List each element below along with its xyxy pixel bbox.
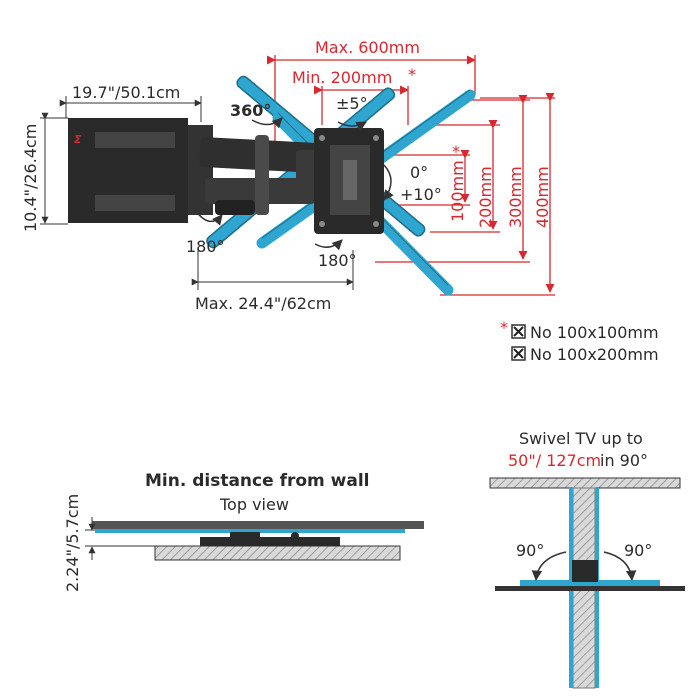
swivel-view: Swivel TV up to 50"/ 127cm in 90° 90° 90… [489,429,685,689]
note-item-1: No 100x100mm [530,323,659,342]
min-width-asterisk: * [408,65,416,84]
wall-depth-label: 2.24"/5.7cm [63,494,82,592]
rotation-arrows [194,117,394,251]
min-width-label: Min. 200mm [292,68,392,87]
wall-view-title: Min. distance from wall [145,471,370,491]
swivel-angle-left: 90° [516,541,544,560]
vesa-height-100: 100mm [448,160,467,222]
checkbox-crossed-icon [511,324,526,339]
swivel-title: Swivel TV up to [519,429,643,448]
tilt-head [314,128,384,234]
swivel-right-label: 180° [318,251,357,270]
wall-view-subtitle: Top view [219,495,289,514]
svg-text:Ʃ: Ʃ [74,133,82,146]
vesa-height-400: 400mm [533,166,552,228]
swivel-suffix: in 90° [600,451,648,470]
swivel-size: 50"/ 127cm [508,451,601,470]
notes-star: * [500,318,508,337]
rotate-360-label: 360° [230,101,271,120]
tilt-zero-label: 0° [410,163,428,182]
vesa-exclusion-notes: * No 100x100mm No 100x200mm [500,318,659,364]
main-mount-view: Ʃ [21,38,555,313]
wall-plate-height-label: 10.4"/26.4cm [21,124,40,232]
ceiling-wall [489,477,681,489]
wall-plate-width-label: 19.7"/50.1cm [72,83,180,102]
swivel-angle-right: 90° [624,541,652,560]
wall-plate-dimension-lines [40,96,354,290]
extension-label: Max. 24.4"/62cm [195,294,331,313]
wall [154,545,401,561]
vesa-height-200: 200mm [476,166,495,228]
mount-folded [200,532,340,546]
note-item-2: No 100x200mm [530,345,659,364]
tilt-plus-label: +10° [400,185,442,204]
tv-panel-swiveled [495,586,685,591]
tilt-swing-label: ±5° [336,94,368,113]
swivel-left-label: 180° [186,237,225,256]
wall-distance-view: Min. distance from wall Top view 2.24"/5… [63,471,424,592]
vesa-height-300: 300mm [506,166,525,228]
checkbox-crossed-icon [511,346,526,361]
vesa-dimension-lines [266,55,555,296]
swivel-arrows [531,551,637,582]
vesa-100-asterisk: * [452,142,460,161]
wall-plate: Ʃ [68,118,188,223]
max-width-label: Max. 600mm [315,38,420,57]
tv-panel [92,521,424,529]
